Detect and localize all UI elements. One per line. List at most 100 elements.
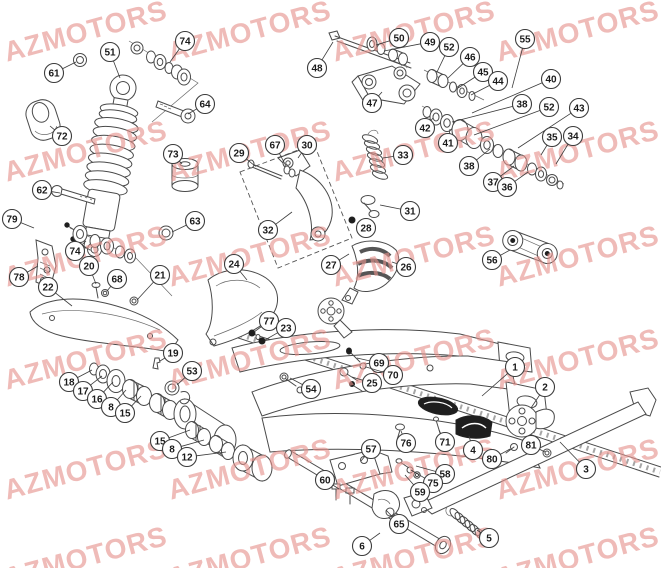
hook-bracket-65 [371, 490, 401, 519]
callout-38: 38 [451, 93, 533, 123]
callout-22: 22 [37, 276, 73, 307]
leader-line [500, 448, 511, 455]
leader-line [81, 240, 87, 245]
callout-circle [106, 268, 128, 290]
callout-circle [78, 255, 100, 277]
callout-67: 67 [264, 134, 287, 167]
callout-number: 45 [477, 68, 489, 79]
callout-64: 64 [187, 93, 216, 115]
lever-assembly-30 [247, 149, 380, 242]
callout-number: 25 [366, 379, 378, 390]
callout-number: 1 [512, 363, 518, 374]
callout-circle [361, 92, 383, 114]
leader-line [171, 224, 187, 233]
leader-line [436, 55, 446, 73]
callout-circle [314, 469, 336, 491]
leader-line [385, 509, 393, 518]
leader-line [196, 451, 227, 457]
leader-line [365, 366, 385, 373]
callout-number: 74 [179, 37, 191, 48]
leader-line [103, 381, 114, 393]
callout-number: 75 [427, 479, 439, 490]
spacer-set-44-46 [426, 69, 476, 101]
callout-50: 50 [375, 27, 410, 49]
callout-number: 59 [414, 488, 426, 499]
leader-line [360, 456, 366, 462]
leader-line [179, 160, 183, 165]
leader-line [379, 204, 401, 210]
bolt-62 [51, 185, 96, 205]
callout-circle [320, 254, 342, 276]
callout-number: 29 [233, 149, 245, 160]
callout-71: 71 [434, 429, 456, 453]
callout-number: 72 [56, 132, 68, 143]
callout-12: 12 [176, 446, 227, 468]
callout-circle [162, 143, 184, 165]
callout-number: 15 [119, 409, 131, 420]
callout-45: 45 [457, 61, 494, 89]
leader-line [321, 41, 334, 61]
callout-61: 61 [43, 61, 77, 84]
callout-circle [395, 432, 417, 454]
callout-circle [194, 93, 216, 115]
bolts-60 [331, 483, 355, 505]
callout-29: 29 [228, 142, 256, 167]
callout-circle [296, 134, 318, 156]
callout-number: 65 [393, 520, 405, 531]
callout-circle [174, 30, 196, 52]
leader-line [289, 377, 303, 385]
leader-line [369, 532, 381, 541]
callout-70: 70 [365, 364, 404, 386]
callout-74: 74 [169, 30, 196, 63]
callout-52: 52 [436, 36, 460, 73]
callout-60: 60 [314, 469, 340, 491]
leader-line [27, 265, 39, 273]
leader-line [470, 85, 490, 96]
callout-5: 5 [476, 527, 500, 549]
callout-number: 28 [360, 224, 372, 235]
callout-41: 41 [437, 128, 459, 154]
callout-55: 55 [511, 28, 536, 89]
callout-number: 18 [63, 378, 75, 389]
callout-number: 56 [486, 256, 498, 267]
callout-68: 68 [106, 268, 128, 292]
callout-28: 28 [355, 217, 377, 239]
callout-76: 76 [395, 430, 417, 454]
callout-number: 2 [542, 383, 548, 394]
callout-circle [481, 448, 503, 470]
upper-mount-washers [130, 41, 191, 86]
callout-18: 18 [58, 369, 93, 393]
callout-circle [58, 371, 80, 393]
callout-number: 78 [13, 273, 25, 284]
leader-line [275, 211, 293, 225]
leader-line [136, 281, 154, 301]
leader-line [400, 430, 403, 435]
nut-63 [158, 225, 174, 241]
callout-80: 80 [481, 448, 511, 470]
shock-absorber [82, 74, 139, 258]
callout-number: 60 [319, 476, 331, 487]
callout-circle [437, 132, 459, 154]
leader-line [253, 326, 262, 333]
callout-circle [382, 364, 404, 386]
lower-mount-washers [72, 225, 136, 264]
callout-circle [149, 264, 171, 286]
callout-36: 36 [496, 171, 529, 198]
callout-circle [300, 378, 322, 400]
callout-number: 44 [492, 77, 504, 88]
callout-circle [275, 317, 297, 339]
leader-line [176, 377, 186, 386]
callout-circle [568, 97, 590, 119]
callout-circle [541, 126, 563, 148]
callout-number: 41 [442, 139, 454, 150]
dust-cover [25, 99, 61, 141]
callout-number: 50 [393, 34, 405, 45]
callout-number: 62 [36, 186, 48, 197]
callout-circle [487, 70, 509, 92]
callout-33: 33 [382, 144, 414, 166]
leader-line [264, 332, 278, 341]
callout-number: 34 [567, 132, 579, 143]
callout-35: 35 [540, 126, 563, 156]
callout-number: 52 [543, 103, 555, 114]
side-stand-3 [403, 387, 657, 517]
